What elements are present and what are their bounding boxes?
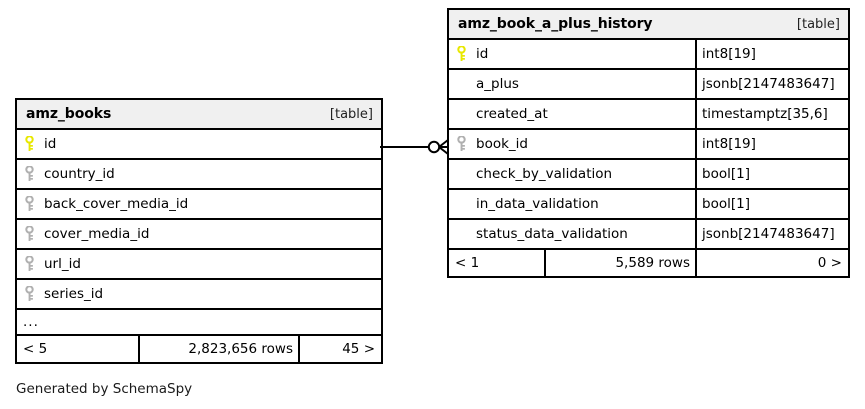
- footer-prev-relations[interactable]: < 5: [23, 341, 48, 357]
- column-name: id: [44, 136, 57, 152]
- foreign-key-icon: [17, 166, 39, 182]
- table-footer-amz-book-a-plus-history: < 1 5,589 rows 0 >: [449, 250, 848, 276]
- table-amz-book-a-plus-history[interactable]: amz_book_a_plus_history [table] id int8[…: [447, 8, 850, 278]
- column-name: book_id: [476, 136, 528, 152]
- footer-row-count: 2,823,656 rows: [138, 336, 298, 362]
- table-row[interactable]: country_id: [17, 160, 381, 190]
- footer-prev-relations[interactable]: < 1: [455, 255, 480, 271]
- table-row[interactable]: cover_media_id: [17, 220, 381, 250]
- column-name: back_cover_media_id: [44, 196, 189, 212]
- primary-key-icon: [17, 136, 39, 152]
- table-row[interactable]: back_cover_media_id: [17, 190, 381, 220]
- table-row[interactable]: a_plus jsonb[2147483647]: [449, 70, 848, 100]
- column-name: id: [476, 46, 489, 62]
- column-name: status_data_validation: [476, 226, 628, 242]
- column-name: url_id: [44, 256, 81, 272]
- table-row[interactable]: series_id: [17, 280, 381, 310]
- column-type: bool[1]: [695, 190, 848, 218]
- table-header-amz-books: amz_books [table]: [17, 100, 381, 130]
- table-type-tag: [table]: [329, 106, 373, 122]
- table-row[interactable]: id: [17, 130, 381, 160]
- table-row[interactable]: status_data_validation jsonb[2147483647]: [449, 220, 848, 250]
- primary-key-icon: [449, 46, 471, 62]
- column-name: country_id: [44, 166, 115, 182]
- table-header-amz-book-a-plus-history: amz_book_a_plus_history [table]: [449, 10, 848, 40]
- column-name: check_by_validation: [476, 166, 613, 182]
- table-row[interactable]: book_id int8[19]: [449, 130, 848, 160]
- footer-next-relations[interactable]: 0 >: [695, 250, 848, 276]
- foreign-key-icon: [17, 226, 39, 242]
- generated-by-label: Generated by SchemaSpy: [16, 381, 193, 397]
- column-type: timestamptz[35,6]: [695, 100, 848, 128]
- column-type: bool[1]: [695, 160, 848, 188]
- column-name: in_data_validation: [476, 196, 599, 212]
- table-row[interactable]: created_at timestamptz[35,6]: [449, 100, 848, 130]
- column-name: a_plus: [476, 76, 519, 92]
- table-title: amz_books: [26, 106, 112, 122]
- column-type: jsonb[2147483647]: [695, 70, 848, 98]
- table-row[interactable]: id int8[19]: [449, 40, 848, 70]
- footer-row-count: 5,589 rows: [544, 250, 695, 276]
- column-name: series_id: [44, 286, 104, 302]
- more-columns-row: ...: [17, 310, 381, 336]
- foreign-key-icon: [449, 136, 471, 152]
- column-type: int8[19]: [695, 40, 848, 68]
- table-footer-amz-books: < 5 2,823,656 rows 45 >: [17, 336, 381, 362]
- relationship-connector-amz-books-to-amz-book-a-plus-history: [380, 139, 449, 155]
- table-row[interactable]: in_data_validation bool[1]: [449, 190, 848, 220]
- table-row[interactable]: url_id: [17, 250, 381, 280]
- table-type-tag: [table]: [796, 16, 840, 32]
- ellipsis-label: ...: [23, 314, 39, 330]
- column-name: created_at: [476, 106, 548, 122]
- table-row[interactable]: check_by_validation bool[1]: [449, 160, 848, 190]
- table-amz-books[interactable]: amz_books [table] id: [15, 98, 383, 364]
- column-type: int8[19]: [695, 130, 848, 158]
- column-type: jsonb[2147483647]: [695, 220, 848, 248]
- table-title: amz_book_a_plus_history: [458, 16, 653, 32]
- foreign-key-icon: [17, 286, 39, 302]
- foreign-key-icon: [17, 196, 39, 212]
- footer-next-relations[interactable]: 45 >: [298, 336, 381, 362]
- column-name: cover_media_id: [44, 226, 150, 242]
- foreign-key-icon: [17, 256, 39, 272]
